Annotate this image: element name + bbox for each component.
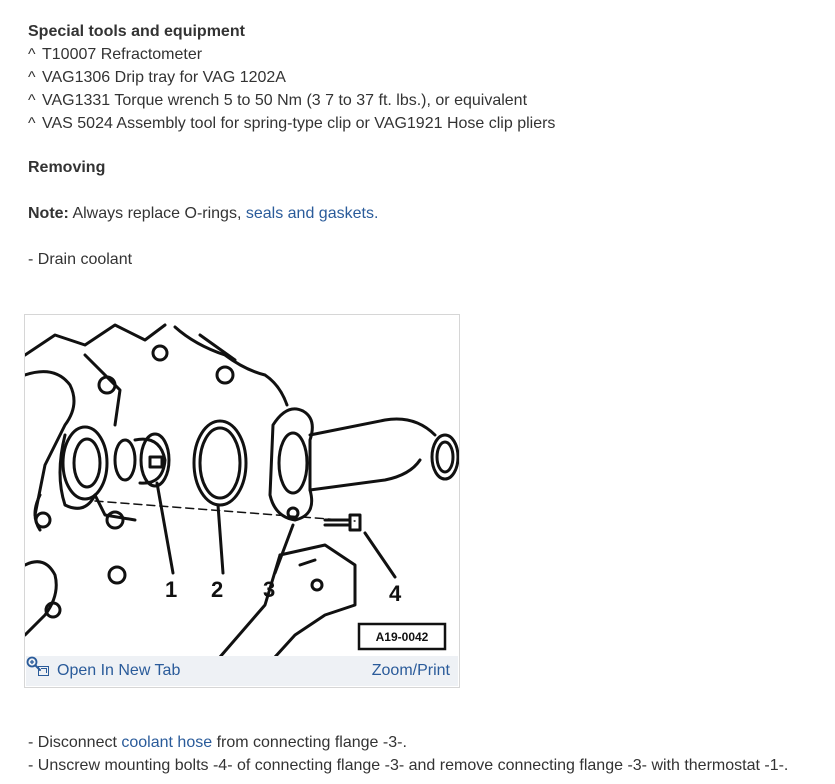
step-drain-coolant: - Drain coolant [28, 251, 133, 268]
tool-item: ^VAS 5024 Assembly tool for spring-type … [28, 115, 556, 132]
figure-toolbar: Open In New Tab Zoom/Print [26, 656, 458, 686]
removing-heading: Removing [28, 159, 106, 176]
open-in-new-tab-button[interactable]: Open In New Tab [38, 662, 180, 680]
tool-item: ^T10007 Refractometer [28, 46, 203, 63]
note-line: Note: Always replace O-rings, seals and … [28, 205, 379, 222]
callout-4: 4 [389, 581, 402, 606]
zoom-print-button[interactable]: Zoom/Print [26, 656, 450, 680]
step-unscrew-bolts: - Unscrew mounting bolts -4- of connecti… [28, 757, 789, 774]
tool-item: ^VAG1306 Drip tray for VAG 1202A [28, 69, 286, 86]
coolant-hose-link[interactable]: coolant hose [121, 734, 213, 751]
open-tab-icon [38, 666, 49, 676]
callout-3: 3 [263, 577, 275, 602]
callout-1: 1 [165, 577, 177, 602]
seals-gaskets-link[interactable]: seals and gaskets [245, 205, 374, 222]
figure-code-box [357, 622, 447, 651]
thermostat-diagram: 1 2 3 4 A19-0042 [25, 323, 459, 657]
callout-2: 2 [211, 577, 223, 602]
tool-item: ^VAG1331 Torque wrench 5 to 50 Nm (3 7 t… [28, 92, 528, 109]
figure-code: A19-0042 [376, 630, 429, 644]
tools-heading: Special tools and equipment [28, 23, 245, 40]
magnifier-icon [26, 656, 41, 671]
thermostat-figure: 1 2 3 4 A19-0042 Open In New Tab Zoom/Pr… [24, 314, 460, 688]
step-disconnect-hose: - Disconnect coolant hose from connectin… [28, 734, 407, 751]
